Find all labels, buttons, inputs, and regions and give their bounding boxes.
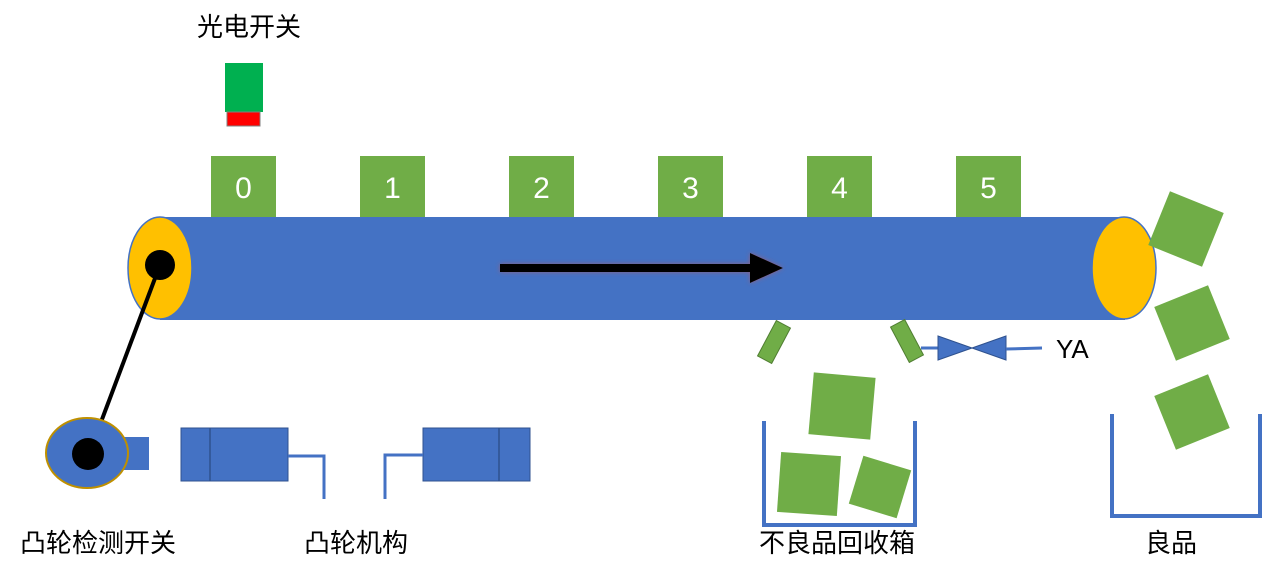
cam-axle bbox=[72, 438, 104, 470]
valve-label: YA bbox=[1056, 334, 1089, 364]
slot-number: 5 bbox=[980, 172, 997, 205]
good-product bbox=[1148, 191, 1224, 267]
falling-piece bbox=[889, 318, 925, 364]
valve-body bbox=[937, 335, 1007, 361]
valve-pipe-right bbox=[1005, 346, 1043, 351]
reject-product bbox=[848, 455, 912, 519]
reject-product bbox=[776, 451, 842, 517]
slot-box bbox=[807, 156, 872, 217]
cam-switch-label: 凸轮检测开关 bbox=[20, 529, 177, 559]
sensor-label: 光电开关 bbox=[197, 13, 302, 43]
good-products bbox=[1148, 191, 1230, 450]
slot-number: 3 bbox=[682, 172, 699, 205]
reject-bin-label: 不良品回收箱 bbox=[759, 529, 916, 559]
direction-arrow bbox=[500, 253, 783, 283]
slot-box bbox=[360, 156, 425, 217]
sensor-body bbox=[225, 63, 263, 112]
reject-product bbox=[808, 372, 876, 440]
slot-number: 4 bbox=[831, 172, 848, 205]
cylinder-right-pipe bbox=[383, 453, 423, 499]
good-product bbox=[1154, 374, 1230, 450]
slot-box bbox=[956, 156, 1021, 217]
slot-number: 2 bbox=[533, 172, 550, 205]
solenoid-valve bbox=[921, 335, 1043, 361]
product-slots: 0 1 2 3 4 5 bbox=[211, 156, 1021, 217]
cylinder-right bbox=[422, 427, 531, 482]
right-roller bbox=[1091, 216, 1157, 320]
slot-box bbox=[509, 156, 574, 217]
rejected-products bbox=[756, 318, 925, 519]
good-bin bbox=[1110, 414, 1262, 518]
reject-bin bbox=[762, 421, 917, 527]
falling-piece bbox=[756, 319, 792, 365]
cam-mechanism bbox=[180, 427, 531, 499]
cylinder-left bbox=[180, 427, 289, 482]
sensor-emitter bbox=[226, 111, 261, 127]
photoelectric-sensor bbox=[225, 63, 263, 127]
arrow-head bbox=[750, 253, 783, 283]
slot-box bbox=[658, 156, 723, 217]
slot-number: 1 bbox=[384, 172, 401, 205]
arrow-shaft bbox=[500, 264, 758, 272]
slot-box bbox=[211, 156, 276, 217]
cam-detection-switch bbox=[45, 264, 162, 489]
good-label: 良品 bbox=[1145, 529, 1198, 559]
cylinder-left-pipe bbox=[288, 454, 326, 499]
good-product bbox=[1154, 285, 1230, 361]
slot-number: 0 bbox=[235, 172, 252, 205]
cam-mechanism-label: 凸轮机构 bbox=[304, 529, 409, 559]
